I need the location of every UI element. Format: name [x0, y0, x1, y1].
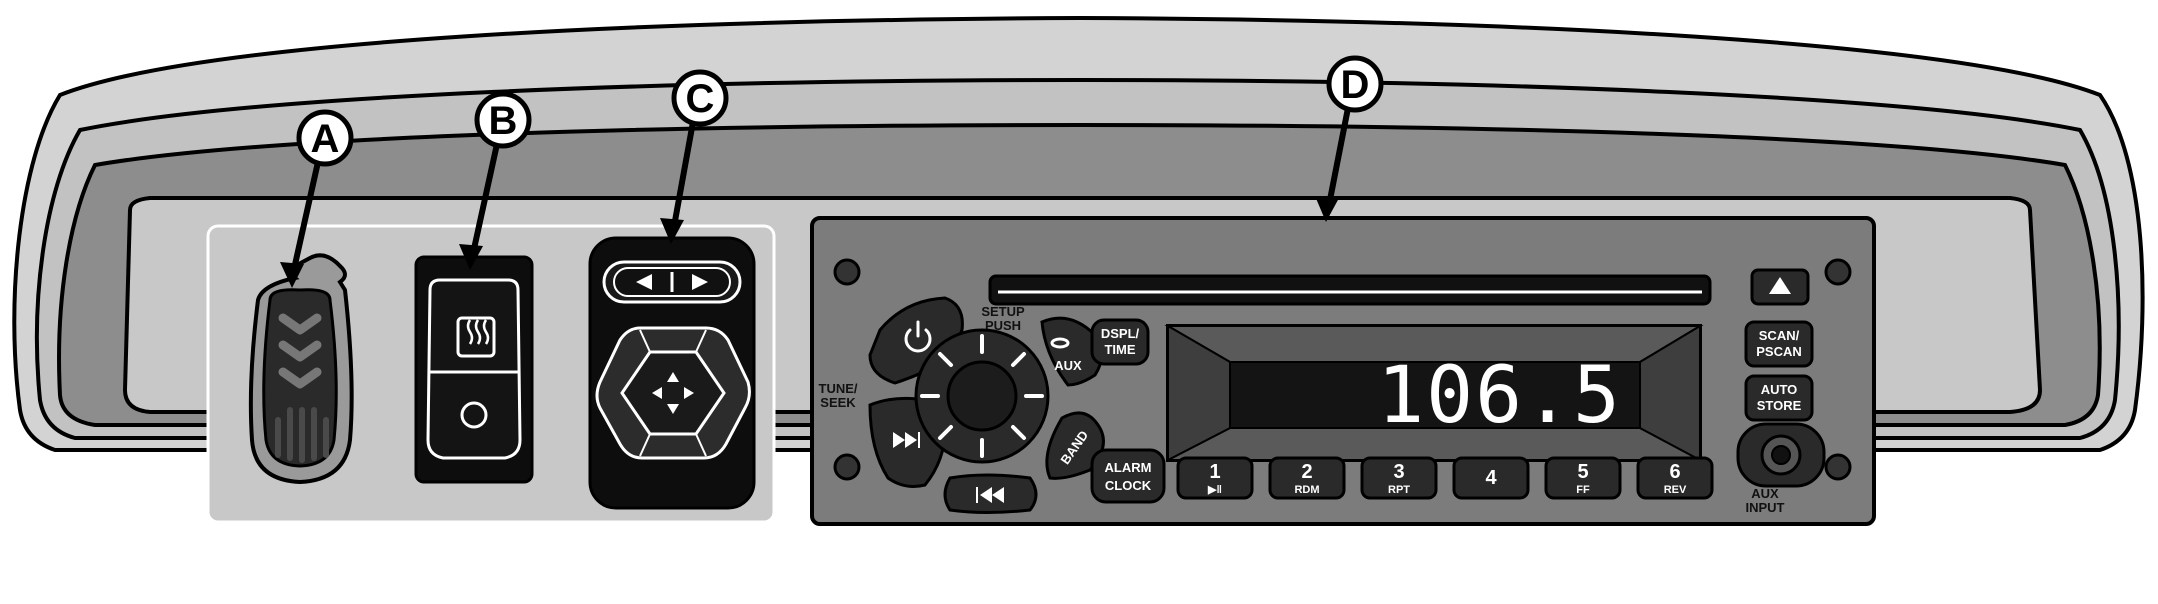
- preset-button-4[interactable]: 4: [1452, 456, 1530, 500]
- aux-input-label-line2: INPUT: [1746, 500, 1785, 515]
- display-time-button[interactable]: DSPL/ TIME: [1090, 318, 1150, 366]
- heated-mirror-icon: [456, 316, 496, 358]
- band-button[interactable]: BAND: [1045, 411, 1105, 480]
- preset-number: 6: [1669, 461, 1680, 483]
- preset-sub: RPT: [1388, 484, 1410, 496]
- preset-number: 3: [1393, 461, 1404, 483]
- preset-button-6[interactable]: 6 REV: [1636, 456, 1714, 500]
- preset-buttons: 1 ▶‖ 2 RDM 3 RPT 4 5 FF 6 REV: [1176, 456, 1714, 500]
- callout-c-label: C: [686, 77, 715, 121]
- arrow-left-icon: [636, 274, 652, 290]
- preset-sub: ▶‖: [1207, 484, 1222, 496]
- screw-icon: [833, 453, 861, 481]
- dspl-line2: TIME: [1104, 342, 1135, 357]
- preset-button-2[interactable]: 2 RDM: [1268, 456, 1346, 500]
- preset-sub: FF: [1576, 484, 1590, 496]
- callout-d-label: D: [1341, 63, 1370, 107]
- preset-number: 5: [1577, 461, 1588, 483]
- preset-button-3[interactable]: 3 RPT: [1360, 456, 1438, 500]
- grip-ridges-icon: [275, 407, 329, 463]
- preset-number: 1: [1209, 461, 1220, 483]
- scan-pscan-button[interactable]: SCAN/ PSCAN: [1744, 320, 1814, 368]
- preset-sub: REV: [1664, 484, 1687, 496]
- volume-tune-knob[interactable]: [914, 328, 1050, 464]
- chevron-down-icon: [278, 313, 322, 389]
- switch-b-mirror-heat[interactable]: [414, 255, 534, 484]
- dspl-line1: DSPL/: [1101, 326, 1140, 341]
- screw-icon: [1824, 258, 1852, 286]
- mirror-direction-pad[interactable]: [595, 326, 751, 460]
- aux-input-label-line1: AUX: [1751, 486, 1779, 501]
- auto-line1: AUTO: [1761, 382, 1798, 397]
- tune-seek-label-line1: TUNE/: [819, 381, 858, 396]
- callout-c: C: [660, 69, 729, 244]
- preset-button-5[interactable]: 5 FF: [1544, 456, 1622, 500]
- scan-line1: SCAN/: [1759, 328, 1800, 343]
- seek-back-button[interactable]: [943, 473, 1038, 514]
- callout-a: A: [280, 109, 354, 288]
- preset-button-1[interactable]: 1 ▶‖: [1176, 456, 1254, 500]
- switch-a-oval[interactable]: [248, 253, 354, 485]
- tune-seek-label-line2: SEEK: [820, 395, 856, 410]
- callout-d: D: [1315, 55, 1384, 222]
- screw-icon: [833, 258, 861, 286]
- indicator-light-icon: [460, 401, 488, 429]
- aux-button[interactable]: AUX: [1040, 316, 1103, 387]
- scan-line2: PSCAN: [1756, 344, 1802, 359]
- callout-b: B: [459, 91, 532, 270]
- setup-push-label-line2: PUSH: [985, 318, 1021, 333]
- eject-button[interactable]: [1750, 268, 1810, 306]
- preset-sub: RDM: [1294, 484, 1319, 496]
- fast-forward-icon: [893, 432, 920, 448]
- lcd-display: 106.5: [1164, 324, 1704, 462]
- screw-icon: [1824, 453, 1852, 481]
- alarm-clock-button[interactable]: ALARM CLOCK: [1090, 448, 1166, 504]
- eject-icon: [1769, 277, 1791, 294]
- switch-c-mirror-control[interactable]: [588, 236, 756, 510]
- arrow-right-icon: [692, 274, 708, 290]
- callout-b-label: B: [489, 99, 518, 143]
- auto-line2: STORE: [1757, 398, 1802, 413]
- auto-store-button[interactable]: AUTO STORE: [1744, 374, 1814, 422]
- four-way-arrows-icon: [652, 372, 694, 414]
- frequency-readout: 106.5: [1377, 351, 1622, 441]
- cd-slot[interactable]: [988, 274, 1712, 306]
- preset-number: 2: [1301, 461, 1312, 483]
- setup-push-label-line1: SETUP: [981, 304, 1025, 319]
- aux-oval-icon: [1050, 337, 1070, 349]
- aux-button-label: AUX: [1054, 358, 1082, 373]
- alarm-line2: CLOCK: [1105, 478, 1152, 493]
- preset-number: 4: [1485, 467, 1497, 489]
- aux-input-jack[interactable]: [1736, 422, 1826, 488]
- rewind-icon: [976, 487, 1004, 503]
- power-icon: [904, 320, 932, 353]
- callout-a-label: A: [311, 117, 340, 161]
- alarm-line1: ALARM: [1105, 460, 1152, 475]
